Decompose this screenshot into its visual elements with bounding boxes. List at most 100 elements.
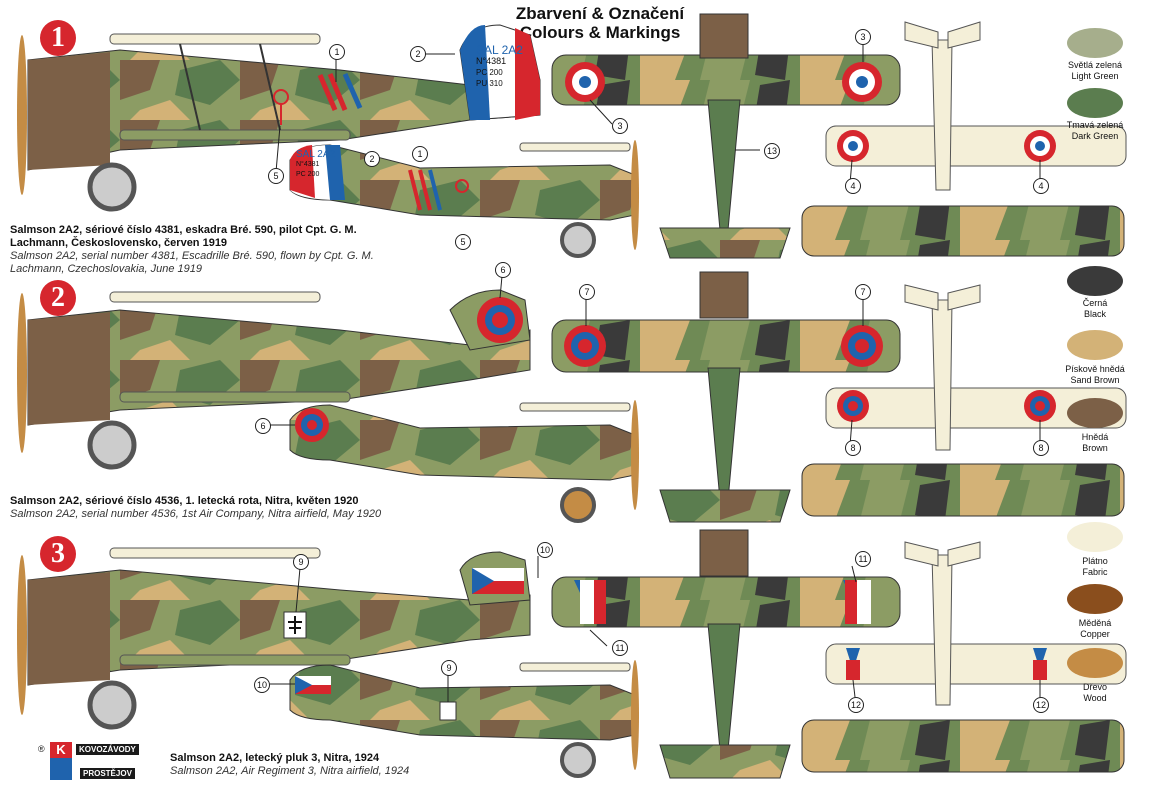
swatch-sand-brown-label: Pískově hnědá Sand Brown xyxy=(1055,364,1135,386)
callout-3-lower: 3 xyxy=(612,118,628,134)
swatch-light-green-en: Light Green xyxy=(1071,71,1119,81)
caption-1-cz-line1: Salmson 2A2, sériové číslo 4381, eskadra… xyxy=(10,224,357,236)
logo-bottom-text: PROSTĚJOV xyxy=(80,768,135,779)
swatch-fabric-chip xyxy=(1067,522,1123,552)
callout-11-left: 11 xyxy=(612,640,628,656)
swatch-fabric-cz: Plátno xyxy=(1082,556,1108,566)
page-title: Zbarvení & Označení Colours & Markings xyxy=(430,4,770,42)
callout-9-small: 9 xyxy=(441,660,457,676)
swatch-light-green-label: Světlá zelená Light Green xyxy=(1055,60,1135,82)
callout-12-right: 12 xyxy=(1033,697,1049,713)
swatch-dark-green xyxy=(1067,88,1123,118)
scheme-3-top-view xyxy=(551,529,901,779)
swatch-black-en: Black xyxy=(1083,309,1106,319)
swatch-fabric xyxy=(1067,522,1123,552)
swatch-copper-label: Měděná Copper xyxy=(1055,618,1135,640)
swatch-brown-en: Brown xyxy=(1082,443,1108,453)
swatch-sand-brown xyxy=(1067,330,1123,360)
callout-3: 3 xyxy=(855,29,871,45)
swatch-brown-chip xyxy=(1067,398,1123,428)
scheme-3-bottom-view xyxy=(801,541,1127,773)
callout-8-right: 8 xyxy=(1033,440,1049,456)
swatch-fabric-label: Plátno Fabric xyxy=(1055,556,1135,578)
callout-13: 13 xyxy=(764,143,780,159)
callout-2-small: 2 xyxy=(364,151,380,167)
caption-2-cz-line1: Salmson 2A2, sériové číslo 4536, 1. lete… xyxy=(10,495,359,507)
swatch-wood-chip xyxy=(1067,648,1123,678)
swatch-wood-label: Dřevo Wood xyxy=(1055,682,1135,704)
caption-2-en-line1: Salmson 2A2, serial number 4536, 1st Air… xyxy=(10,508,382,520)
callout-7-left: 7 xyxy=(579,284,595,300)
copyright-icon: ® xyxy=(38,744,45,754)
caption-scheme-1: Salmson 2A2, sériové číslo 4381, eskadra… xyxy=(10,224,430,276)
swatch-copper-en: Copper xyxy=(1080,629,1110,639)
callout-9: 9 xyxy=(293,554,309,570)
swatch-brown-cz: Hnědá xyxy=(1081,432,1109,442)
tail-text-pu: PU 310 xyxy=(476,79,503,88)
swatch-dark-green-chip xyxy=(1067,88,1123,118)
caption-3-en-line1: Salmson 2A2, Air Regiment 3, Nitra airfi… xyxy=(170,765,410,777)
callout-7-right: 7 xyxy=(855,284,871,300)
swatch-light-green-chip xyxy=(1067,28,1123,58)
scheme-2-bottom-view xyxy=(801,284,1127,517)
scheme-badge-3: 3 xyxy=(40,536,76,572)
callout-6: 6 xyxy=(495,262,511,278)
callout-5: 5 xyxy=(268,168,284,184)
tail-serial-markings: SAL 2A2 N°4381 PC 200 PU 310 xyxy=(476,44,523,89)
swatch-black-chip xyxy=(1067,266,1123,296)
callout-11-right: 11 xyxy=(855,551,871,567)
scheme-2-top-view xyxy=(551,271,901,523)
swatch-copper-cz: Měděná xyxy=(1078,618,1112,628)
scheme-1-bottom-view xyxy=(801,21,1127,257)
caption-3-cz-line1: Salmson 2A2, letecký pluk 3, Nitra, 1924 xyxy=(170,752,380,764)
swatch-light-green xyxy=(1067,28,1123,58)
scheme-3-side-small xyxy=(289,660,639,778)
swatch-sand-brown-en: Sand Brown xyxy=(1070,375,1120,385)
scheme-1-top-view xyxy=(551,13,901,259)
scheme-1-side-large xyxy=(17,24,541,212)
callout-10: 10 xyxy=(537,542,553,558)
callout-4-left: 4 xyxy=(845,178,861,194)
swatch-dark-green-label: Tmavá zelená Dark Green xyxy=(1055,120,1135,142)
callout-12-left: 12 xyxy=(848,697,864,713)
swatch-black xyxy=(1067,266,1123,296)
swatch-fabric-en: Fabric xyxy=(1082,567,1108,577)
scheme-badge-2: 2 xyxy=(40,280,76,316)
callout-1-small: 1 xyxy=(412,146,428,162)
callout-4-right: 4 xyxy=(1033,178,1049,194)
tail-small-pc: PC 200 xyxy=(296,171,320,178)
swatch-sand-brown-cz: Pískově hnědá xyxy=(1065,364,1125,374)
tail-text-serial: N°4381 xyxy=(476,56,507,66)
swatch-wood xyxy=(1067,648,1123,678)
swatch-wood-en: Wood xyxy=(1083,693,1107,703)
caption-scheme-2: Salmson 2A2, sériové číslo 4536, 1. lete… xyxy=(10,495,430,521)
title-cz: Zbarvení & Označení xyxy=(515,4,685,23)
logo-emblem: K xyxy=(50,742,72,780)
callout-6-small: 6 xyxy=(255,418,271,434)
swatch-brown xyxy=(1067,398,1123,428)
caption-scheme-3: Salmson 2A2, letecký pluk 3, Nitra, 1924… xyxy=(170,752,470,778)
logo-top-text: KOVOZÁVODY xyxy=(76,744,139,755)
kovozavody-logo: ® K KOVOZÁVODY PROSTĚJOV xyxy=(38,740,148,784)
swatch-black-label: Černá Black xyxy=(1055,298,1135,320)
swatch-copper-chip xyxy=(1067,584,1123,614)
scheme-3-side-large xyxy=(17,547,531,730)
swatch-sand-brown-chip xyxy=(1067,330,1123,360)
scheme-2-side-small xyxy=(289,400,639,523)
callout-10-small: 10 xyxy=(254,677,270,693)
swatch-wood-cz: Dřevo xyxy=(1082,682,1107,692)
callout-1: 1 xyxy=(329,44,345,60)
callout-leaders xyxy=(262,43,1041,702)
swatch-brown-label: Hnědá Brown xyxy=(1055,432,1135,454)
swatch-light-green-cz: Světlá zelená xyxy=(1067,60,1123,70)
tail-text-pc: PC 200 xyxy=(476,68,503,77)
swatch-copper xyxy=(1067,584,1123,614)
tail-serial-markings-small: SAL 2A2 N°4381 PC 200 xyxy=(296,150,335,180)
scheme-2-side-large xyxy=(17,289,531,470)
swatch-dark-green-cz: Tmavá zelená xyxy=(1066,120,1124,130)
callout-8-left: 8 xyxy=(845,440,861,456)
swatch-black-cz: Černá xyxy=(1082,298,1108,308)
caption-1-en-line2: Lachmann, Czechoslovakia, June 1919 xyxy=(10,263,203,275)
callout-2: 2 xyxy=(410,46,426,62)
